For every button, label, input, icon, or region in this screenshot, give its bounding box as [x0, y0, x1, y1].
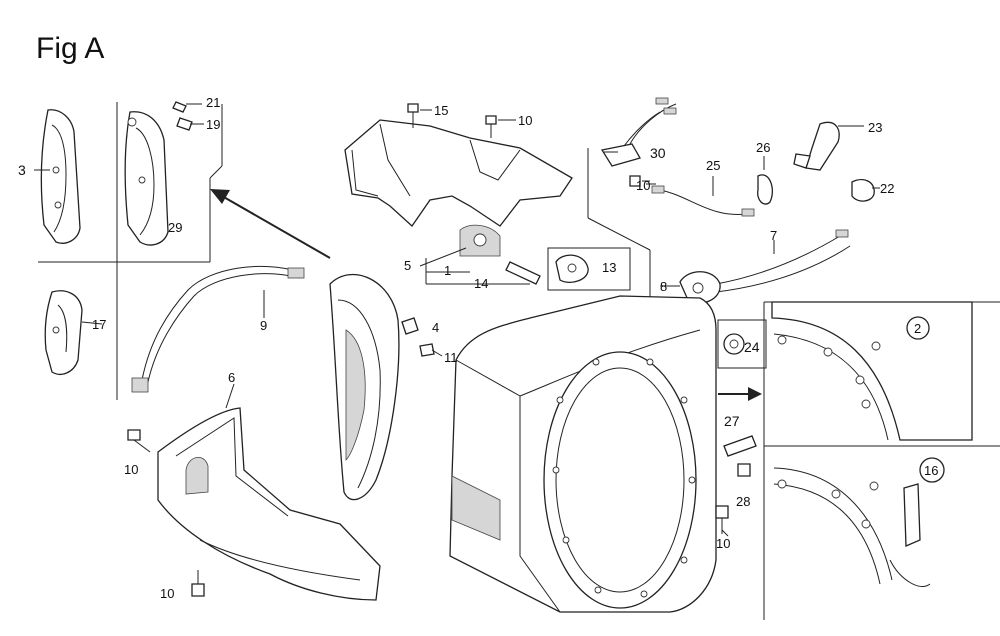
- label-10-right: 10: [716, 536, 730, 551]
- part-26-clip: [757, 174, 773, 205]
- label-19: 19: [206, 117, 220, 132]
- upper-shroud: [344, 119, 573, 257]
- label-6: 6: [228, 370, 235, 385]
- main-fan-housing: [449, 295, 717, 613]
- part-22-clamp: [851, 179, 875, 202]
- part-labels: 3 21 19 29 17 15 10 30 10 25 26 23 22 7 …: [18, 95, 938, 601]
- center-side-shroud: [329, 273, 400, 501]
- label-25: 25: [706, 158, 720, 173]
- part-9-cable: [131, 265, 305, 393]
- circled-callout-16: [919, 457, 945, 483]
- label-10-wiring: 10: [636, 178, 650, 193]
- label-22: 22: [880, 181, 894, 196]
- part-10-bolt-bottom: [191, 570, 205, 597]
- part-23-plug-cap: [793, 121, 864, 171]
- part-30-switch: [600, 97, 677, 167]
- label-9: 9: [260, 318, 267, 333]
- direction-arrow-left: [210, 189, 331, 259]
- label-10-bottom: 10: [160, 586, 174, 601]
- label-8: 8: [660, 279, 667, 294]
- part-29-shroud-plate: [124, 111, 169, 246]
- inset-variant-2: [771, 301, 973, 441]
- part-6-lower-cover: [157, 407, 381, 601]
- part-27-28-bracket: [723, 435, 757, 477]
- part-24-grommet: [717, 319, 767, 369]
- label-5: 5: [404, 258, 411, 273]
- inset-variant-16: [773, 467, 931, 587]
- part-10-bolt-right: [715, 505, 729, 534]
- part-13-grommet: [547, 247, 631, 291]
- part-15-bolt: [407, 103, 432, 128]
- part-21-19-screws: [172, 101, 204, 131]
- label-1: 1: [444, 263, 451, 278]
- part-3-shroud-plate: [40, 109, 81, 244]
- part-10-bolt-wiring: [629, 175, 650, 187]
- label-21: 21: [206, 95, 220, 110]
- label-26: 26: [756, 140, 770, 155]
- part-7-lead: [715, 229, 851, 293]
- label-10-top: 10: [518, 113, 532, 128]
- label-24: 24: [744, 339, 760, 355]
- label-30: 30: [650, 145, 666, 161]
- figure-title: Fig A: [36, 32, 104, 65]
- label-14: 14: [474, 276, 488, 291]
- label-3: 3: [18, 162, 26, 178]
- circled-callout-2: [906, 316, 930, 340]
- callout-5-1-14: [419, 247, 541, 285]
- part-10-bolt-left: [127, 429, 151, 453]
- wiring-box: [587, 148, 651, 300]
- label-11: 11: [444, 350, 458, 365]
- label-28: 28: [736, 494, 750, 509]
- label-10-left: 10: [124, 462, 138, 477]
- label-circled-2: 2: [914, 321, 921, 336]
- label-23: 23: [868, 120, 882, 135]
- part-25-wire: [651, 176, 755, 217]
- label-15: 15: [434, 103, 448, 118]
- part-10-bolt-top: [485, 115, 516, 138]
- label-27: 27: [724, 413, 740, 429]
- part-11-bolt: [419, 343, 443, 357]
- label-circled-16: 16: [924, 463, 938, 478]
- direction-arrow-right: [718, 387, 762, 401]
- label-29: 29: [168, 220, 182, 235]
- part-4-nut: [401, 317, 419, 335]
- label-17: 17: [92, 317, 106, 332]
- inset-box-left: [38, 102, 223, 400]
- label-4: 4: [432, 320, 439, 335]
- leader-lines: [34, 151, 880, 537]
- part-17-bracket: [44, 290, 83, 375]
- label-7: 7: [770, 228, 777, 243]
- label-13: 13: [602, 260, 616, 275]
